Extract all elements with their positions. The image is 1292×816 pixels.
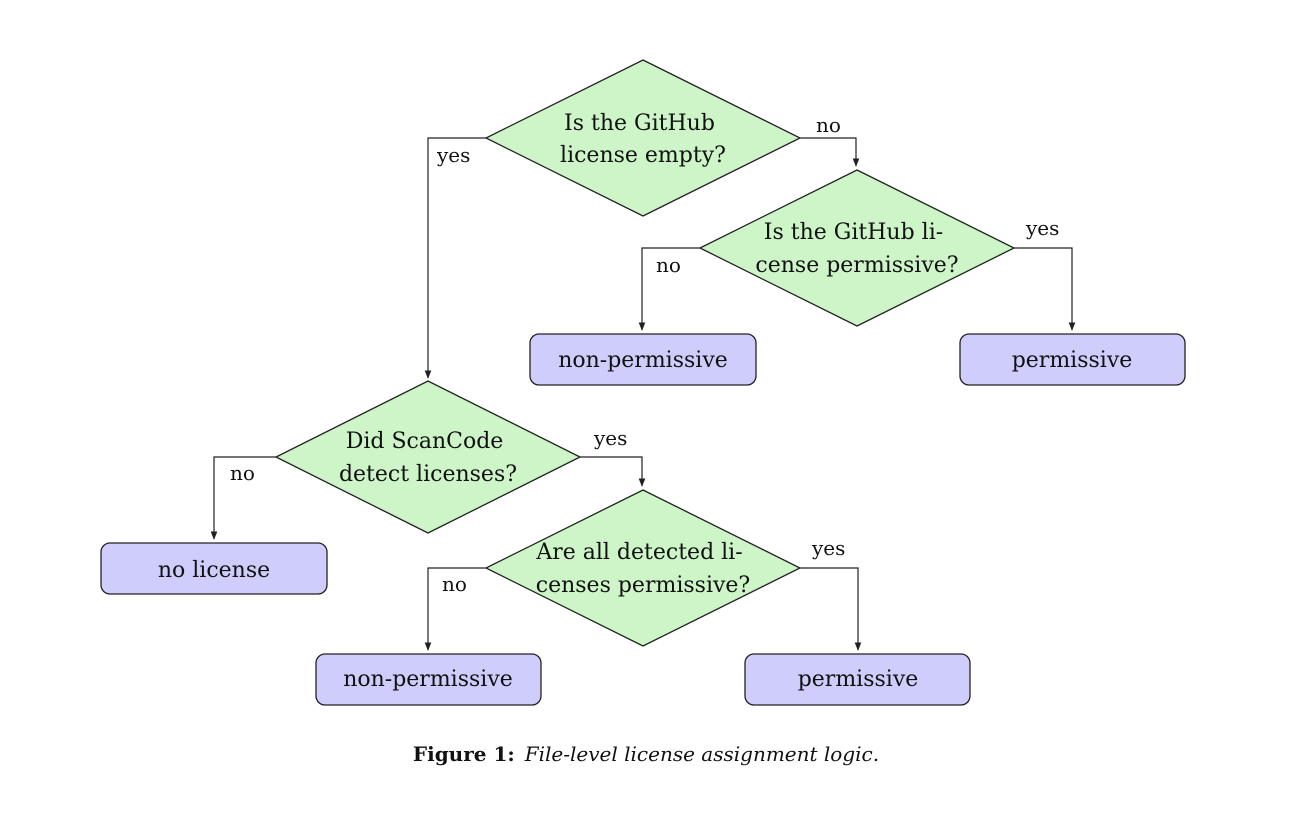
edge-github-perm-yes bbox=[1014, 247, 1076, 331]
decision-github-empty: Is the GitHub license empty? bbox=[484, 59, 802, 217]
decision-scancode-detect: Did ScanCode detect licenses? bbox=[274, 380, 582, 534]
outcome-box bbox=[315, 653, 542, 706]
edge-label-empty-yes: yes bbox=[436, 143, 470, 167]
decision-label-line: license empty? bbox=[560, 143, 726, 168]
edges bbox=[210, 137, 1076, 651]
outcome-label: non-permissive bbox=[343, 667, 513, 692]
decision-label: Are all detected li- censes permissive? bbox=[535, 540, 750, 598]
edge-label-scancode-yes: yes bbox=[593, 426, 627, 450]
edge-label-empty-no: no bbox=[816, 113, 841, 137]
decision-label: Is the GitHub license empty? bbox=[560, 111, 726, 168]
decision-label: Is the GitHub li- cense permissive? bbox=[755, 220, 958, 278]
caption-text: File-level license assignment logic. bbox=[524, 742, 880, 766]
edge-labels: yes no no yes no yes no yes bbox=[230, 113, 1059, 596]
edge-label-github-perm-yes: yes bbox=[1025, 216, 1059, 240]
outcome-label: permissive bbox=[798, 667, 919, 692]
outcome-label: permissive bbox=[1012, 348, 1133, 373]
outcome-label: no license bbox=[158, 558, 270, 583]
decision-label-line: cense permissive? bbox=[755, 253, 958, 278]
outcome-box bbox=[959, 333, 1186, 386]
outcome-box bbox=[100, 542, 328, 595]
outcome-no-license: no license bbox=[100, 542, 328, 595]
decision-label: Did ScanCode detect licenses? bbox=[339, 429, 517, 487]
edge-scancode-no bbox=[210, 456, 276, 540]
edge-empty-yes bbox=[424, 137, 486, 379]
figure-caption: Figure 1: File-level license assignment l… bbox=[0, 742, 1292, 766]
decision-label-line: Is the GitHub li- bbox=[764, 220, 943, 245]
decision-label-line: censes permissive? bbox=[536, 573, 750, 598]
outcome-label: non-permissive bbox=[558, 348, 728, 373]
caption-label: Figure 1: bbox=[412, 742, 515, 766]
decision-label-line: detect licenses? bbox=[339, 462, 517, 487]
edge-all-perm-no bbox=[424, 567, 486, 651]
outcome-github-permissive: permissive bbox=[959, 333, 1186, 386]
edge-label-github-perm-no: no bbox=[656, 253, 681, 277]
decision-label-line: Did ScanCode bbox=[346, 429, 504, 454]
decision-label-line: Are all detected li- bbox=[535, 540, 742, 565]
edge-label-scancode-no: no bbox=[230, 461, 255, 485]
decision-diamond bbox=[274, 380, 582, 534]
decision-label-line: Is the GitHub bbox=[564, 111, 715, 136]
decision-diamond bbox=[484, 489, 802, 647]
outcome-box bbox=[529, 333, 757, 386]
outcome-box bbox=[744, 653, 971, 706]
edge-empty-no bbox=[800, 137, 860, 167]
edge-scancode-yes bbox=[580, 456, 646, 487]
decision-github-permissive: Is the GitHub li- cense permissive? bbox=[698, 169, 1016, 327]
outcome-github-non-permissive: non-permissive bbox=[529, 333, 757, 386]
outcome-scancode-non-permissive: non-permissive bbox=[315, 653, 542, 706]
edge-label-all-perm-yes: yes bbox=[811, 536, 845, 560]
decision-diamond bbox=[698, 169, 1016, 327]
decision-all-permissive: Are all detected li- censes permissive? bbox=[484, 489, 802, 647]
edge-all-perm-yes bbox=[800, 567, 862, 651]
decision-diamond bbox=[484, 59, 802, 217]
edge-github-perm-no bbox=[638, 247, 700, 331]
outcome-scancode-permissive: permissive bbox=[744, 653, 971, 706]
edge-label-all-perm-no: no bbox=[442, 572, 467, 596]
